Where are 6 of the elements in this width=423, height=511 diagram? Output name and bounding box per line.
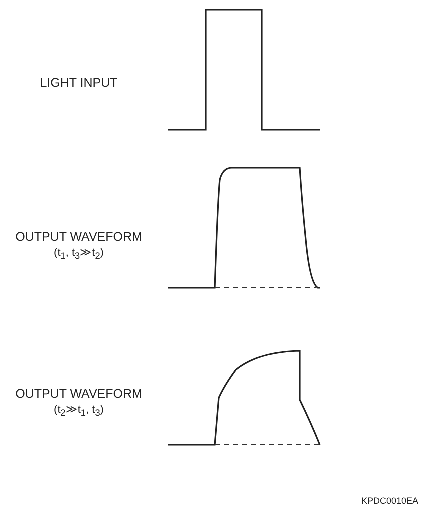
waveform-label: OUTPUT WAVEFORM <box>16 230 142 244</box>
waveform-label: LIGHT INPUT <box>40 76 118 90</box>
figure-code: KPDC0010EA <box>361 496 419 506</box>
condition-label: (t$_{2}$≫t$_{1}$, t$_{3}$) <box>54 403 104 418</box>
waveform-label: OUTPUT WAVEFORM <box>16 387 142 401</box>
condition-label: (t$_{1}$, t$_{3}$≫t$_{2}$) <box>54 246 104 262</box>
